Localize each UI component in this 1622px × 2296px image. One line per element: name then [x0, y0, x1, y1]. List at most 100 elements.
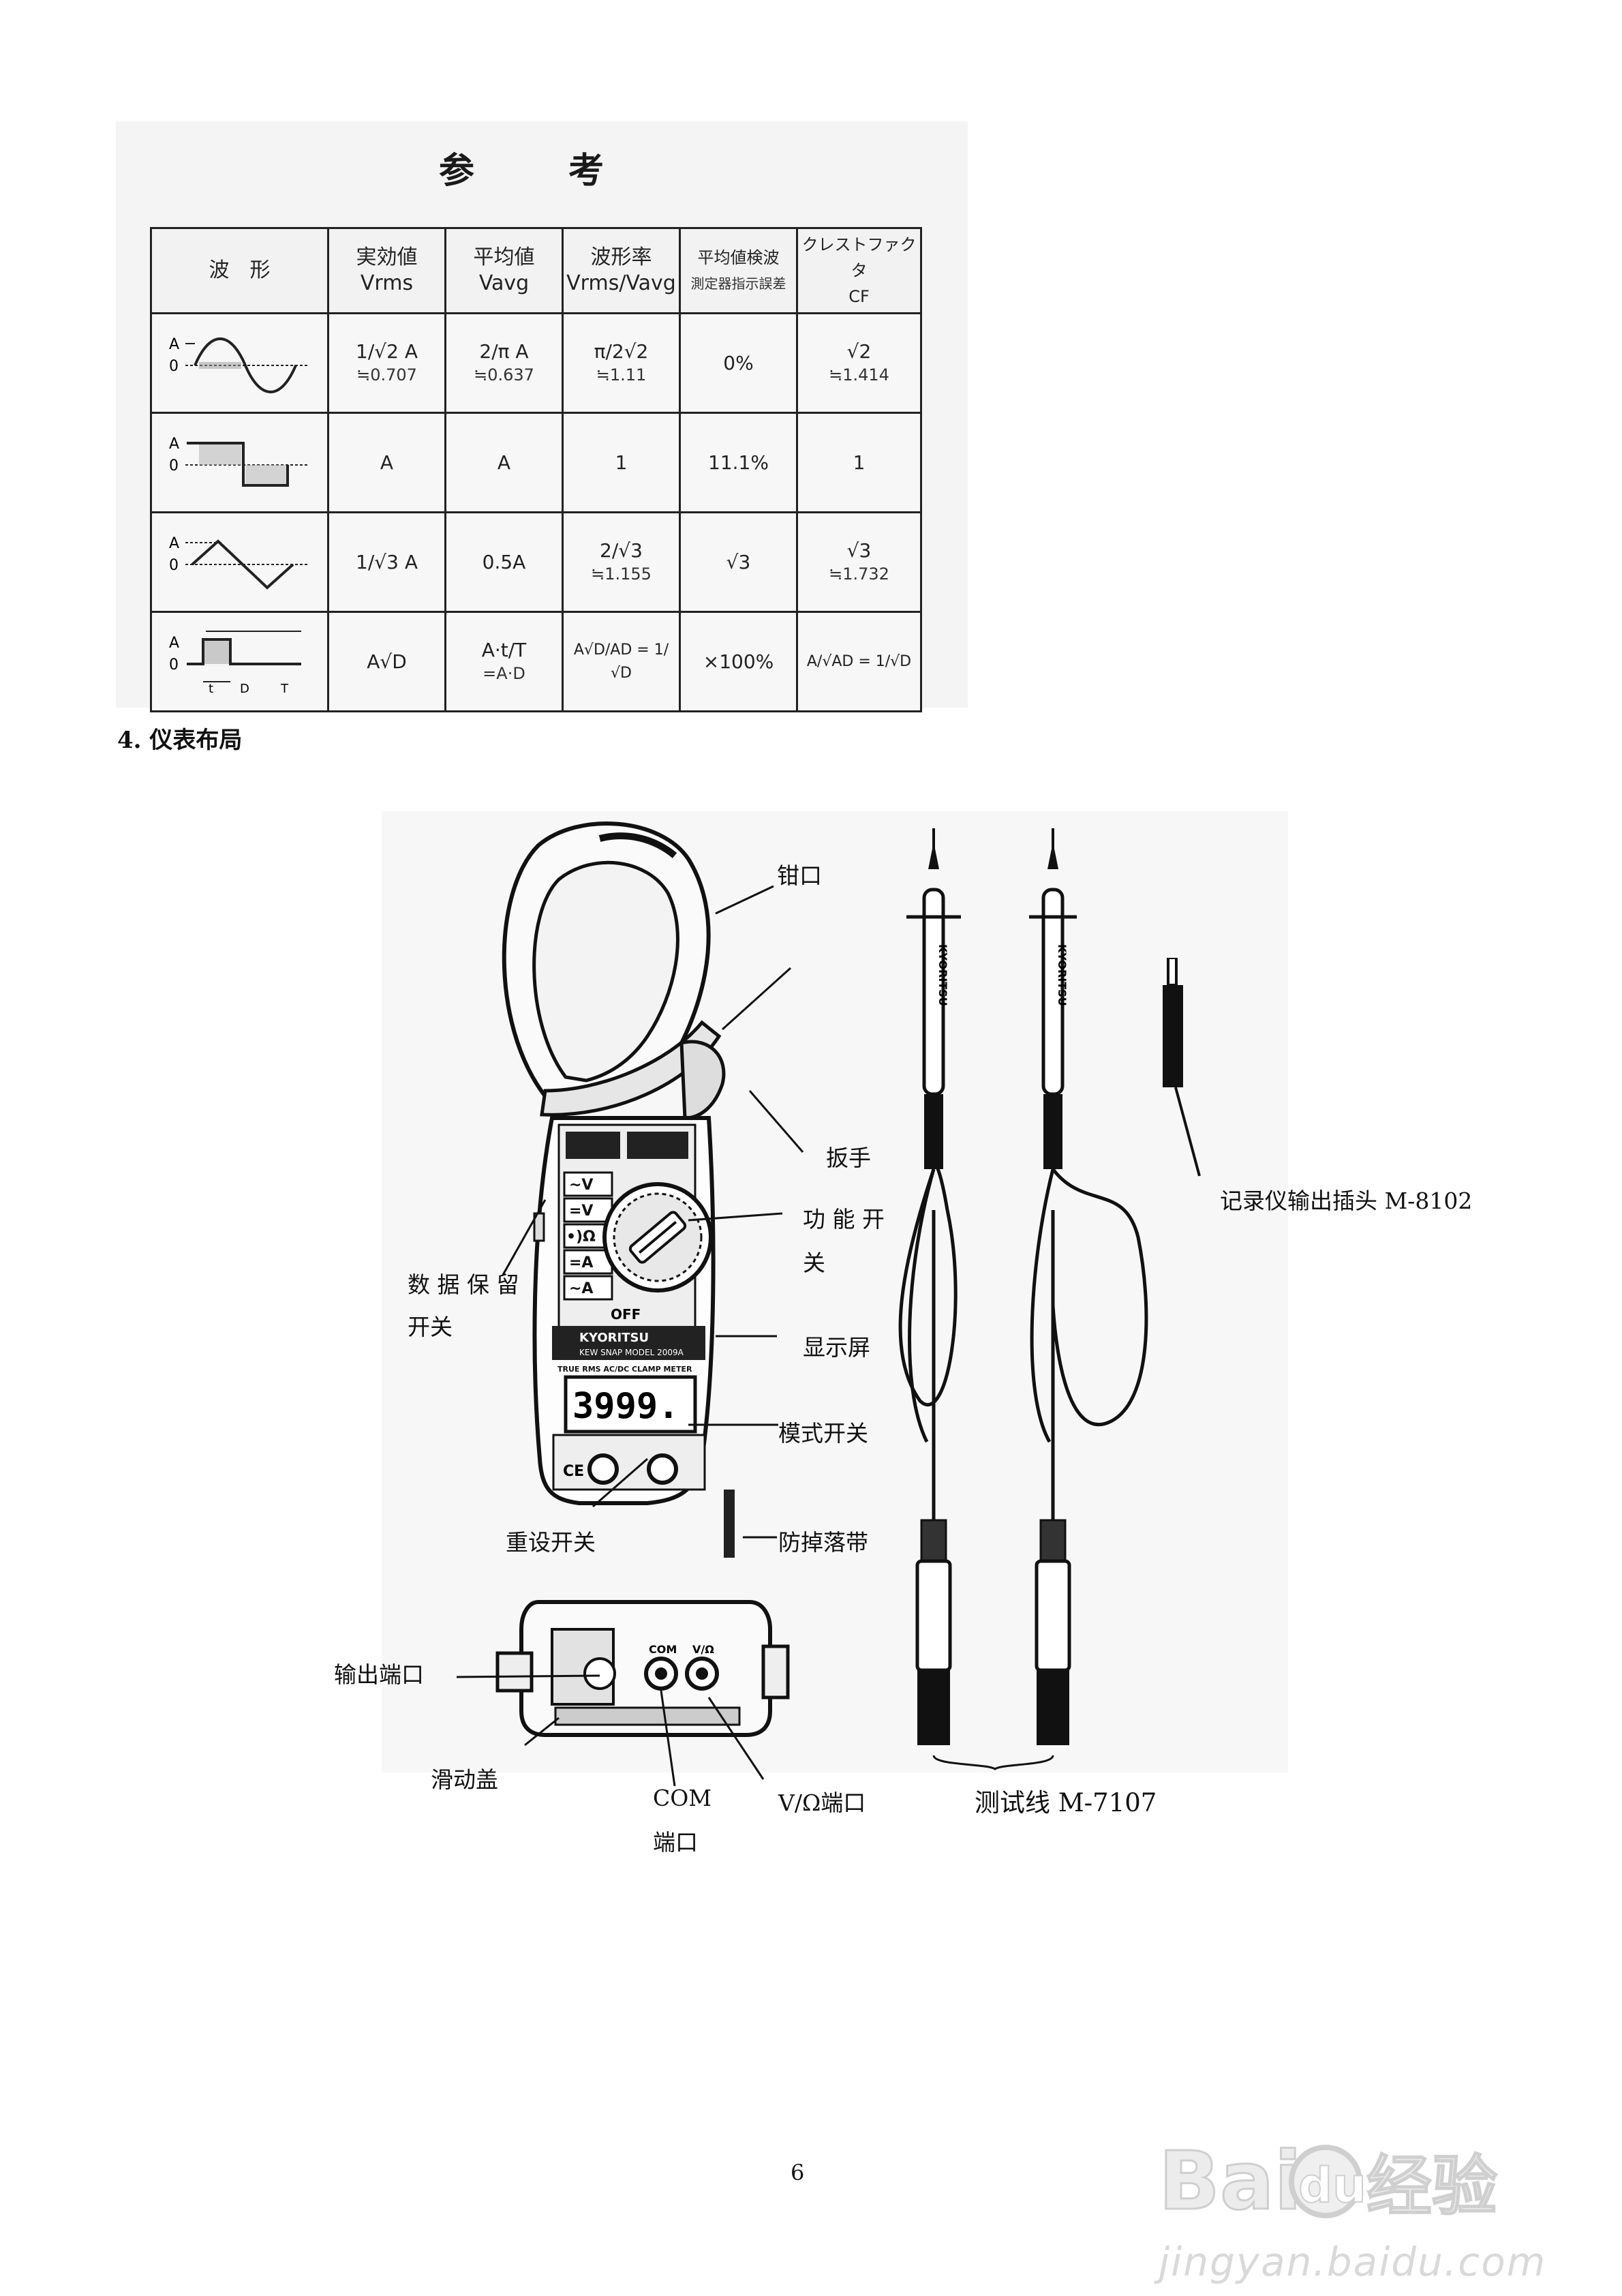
cell-crest-factor: √3≒1.732 — [796, 511, 922, 613]
reset-button[interactable] — [587, 1453, 619, 1485]
cell-vrms: A — [327, 412, 446, 513]
label-output-port: 输出端口 — [334, 1661, 424, 1688]
svg-text:COM: COM — [649, 1643, 677, 1656]
label-slide-cover: 滑动盖 — [431, 1766, 498, 1793]
cell-error: √3 — [679, 511, 798, 613]
svg-text:T: T — [280, 682, 289, 696]
label-strap: 防掉落带 — [778, 1529, 868, 1556]
cell-vavg: 2/π A≒0.637 — [444, 312, 564, 414]
svg-text:A: A — [169, 535, 179, 552]
dial-label-acv: ~V — [569, 1177, 593, 1194]
svg-text:KYORITSU: KYORITSU — [1056, 944, 1069, 1006]
waveform-sine: A 0 — [150, 312, 329, 414]
cell-vavg: 0.5A — [444, 511, 564, 613]
cell-vrms: 1/√2 A≒0.707 — [327, 312, 446, 414]
cell-vrms: 1/√3 A — [327, 511, 446, 613]
lcd-display — [564, 1375, 697, 1434]
svg-text:A: A — [169, 336, 179, 353]
function-dial[interactable] — [602, 1182, 713, 1293]
svg-text:0: 0 — [169, 557, 179, 574]
dial-label-dca: =A — [569, 1254, 593, 1271]
label-data-hold-line2: 开关 — [408, 1314, 453, 1340]
dial-label-ohm: •)Ω — [566, 1228, 596, 1245]
table-row: A 0 1/√2 A≒0.707 2/π A≒0.637 π/2√2≒1.11 … — [150, 312, 922, 414]
svg-text:D: D — [240, 682, 249, 696]
meter-subtitle: TRUE RMS AC/DC CLAMP METER — [557, 1365, 692, 1374]
wrist-strap — [724, 1490, 735, 1558]
model-label: KEW SNAP MODEL 2009A — [579, 1348, 684, 1357]
triangle-wave-icon: A 0 — [169, 535, 308, 590]
slide-cover — [551, 1628, 615, 1706]
cell-vavg: A — [444, 412, 564, 513]
svg-text:V/Ω: V/Ω — [692, 1643, 714, 1656]
section-heading: 4. 仪表布局 — [117, 727, 243, 754]
reference-title: 参 考 — [438, 151, 645, 192]
test-lead-right: KYORITSU — [1029, 828, 1148, 1745]
waveform-triangle: A 0 — [150, 511, 329, 613]
cell-form-factor: 1 — [562, 412, 681, 513]
sine-wave-icon: A 0 — [169, 336, 308, 393]
svg-text:0: 0 — [169, 358, 179, 375]
svg-text:CE: CE — [563, 1463, 584, 1480]
cell-vavg: A·t/T=A·D — [444, 611, 564, 712]
test-lead-left: KYORITSU — [898, 828, 961, 1745]
label-trigger: 扳手 — [826, 1145, 871, 1171]
label-reset-switch: 重设开关 — [506, 1529, 596, 1556]
square-wave-icon: A 0 — [169, 436, 308, 487]
svg-text:du: du — [1298, 2158, 1366, 2214]
label-test-leads: 测试线 M-7107 — [975, 1788, 1157, 1817]
dial-label-dcv: =V — [569, 1203, 593, 1220]
svg-text:0: 0 — [169, 656, 179, 674]
waveform-square: A 0 — [150, 412, 329, 513]
label-recorder-plug: 记录仪输出插头 M-8102 — [1220, 1188, 1473, 1214]
output-port[interactable] — [583, 1657, 616, 1690]
header-waveform: 波 形 — [150, 227, 329, 314]
baidu-watermark-logo: Bai du 经验 — [1159, 2134, 1498, 2229]
table-row: A 0 A A 1 11.1% 1 — [150, 412, 922, 513]
cell-error: 11.1% — [679, 412, 798, 513]
label-com-port-line2: 端口 — [653, 1829, 698, 1856]
svg-text:A: A — [169, 436, 179, 453]
svg-text:KYORITSU: KYORITSU — [936, 944, 949, 1006]
clamp-meter-illustration: ~V =V •)Ω =A ~A OFF KYORITSU KEW SNAP MO… — [502, 821, 735, 1558]
pulse-wave-icon: A 0 t D T — [169, 630, 301, 696]
label-mode-switch: 模式开关 — [778, 1420, 868, 1447]
cell-error: 0% — [679, 312, 798, 414]
mode-button[interactable] — [647, 1453, 678, 1485]
data-hold-button[interactable] — [533, 1212, 545, 1242]
label-data-hold-line1: 数 据 保 留 — [408, 1271, 519, 1298]
svg-text:A: A — [169, 635, 179, 652]
svg-text:t: t — [209, 682, 213, 696]
cell-crest-factor: A/√AD = 1/√D — [796, 611, 922, 712]
label-jaw: 钳口 — [777, 862, 822, 889]
svg-text:0: 0 — [169, 457, 179, 474]
cell-error: ×100% — [679, 611, 798, 712]
label-function-switch-line1: 功 能 开 — [803, 1206, 885, 1233]
label-vo-port: V/Ω端口 — [778, 1789, 866, 1816]
dial-off-label: OFF — [611, 1306, 641, 1323]
cell-crest-factor: √2≒1.414 — [796, 312, 922, 414]
cell-form-factor: A√D/AD = 1/√D — [562, 611, 681, 712]
svg-text:Bai: Bai — [1159, 2134, 1302, 2228]
cell-form-factor: 2/√3≒1.155 — [562, 511, 681, 613]
dial-label-aca: ~A — [569, 1280, 593, 1297]
svg-text:经验: 经验 — [1366, 2148, 1497, 2224]
table-row: A 0 1/√3 A 0.5A 2/√3≒1.155 √3 √3≒1.732 — [150, 511, 922, 613]
cell-crest-factor: 1 — [796, 412, 922, 513]
label-com-port-line1: COM — [653, 1785, 712, 1811]
brand-label: KYORITSU — [579, 1331, 649, 1345]
label-display: 显示屏 — [803, 1334, 870, 1361]
cell-vrms: A√D — [327, 611, 446, 712]
watermark-url: jingyan.baidu.com — [1159, 2239, 1547, 2285]
test-leads-illustration: KYORITSU KYORITSU — [898, 828, 1148, 1770]
header-error: 平均値検波測定器指示誤差 — [679, 227, 798, 314]
waveform-pulse: A 0 t D T — [150, 611, 329, 712]
page-number: 6 — [791, 2160, 805, 2186]
lcd-reading: 3999. — [572, 1386, 679, 1427]
